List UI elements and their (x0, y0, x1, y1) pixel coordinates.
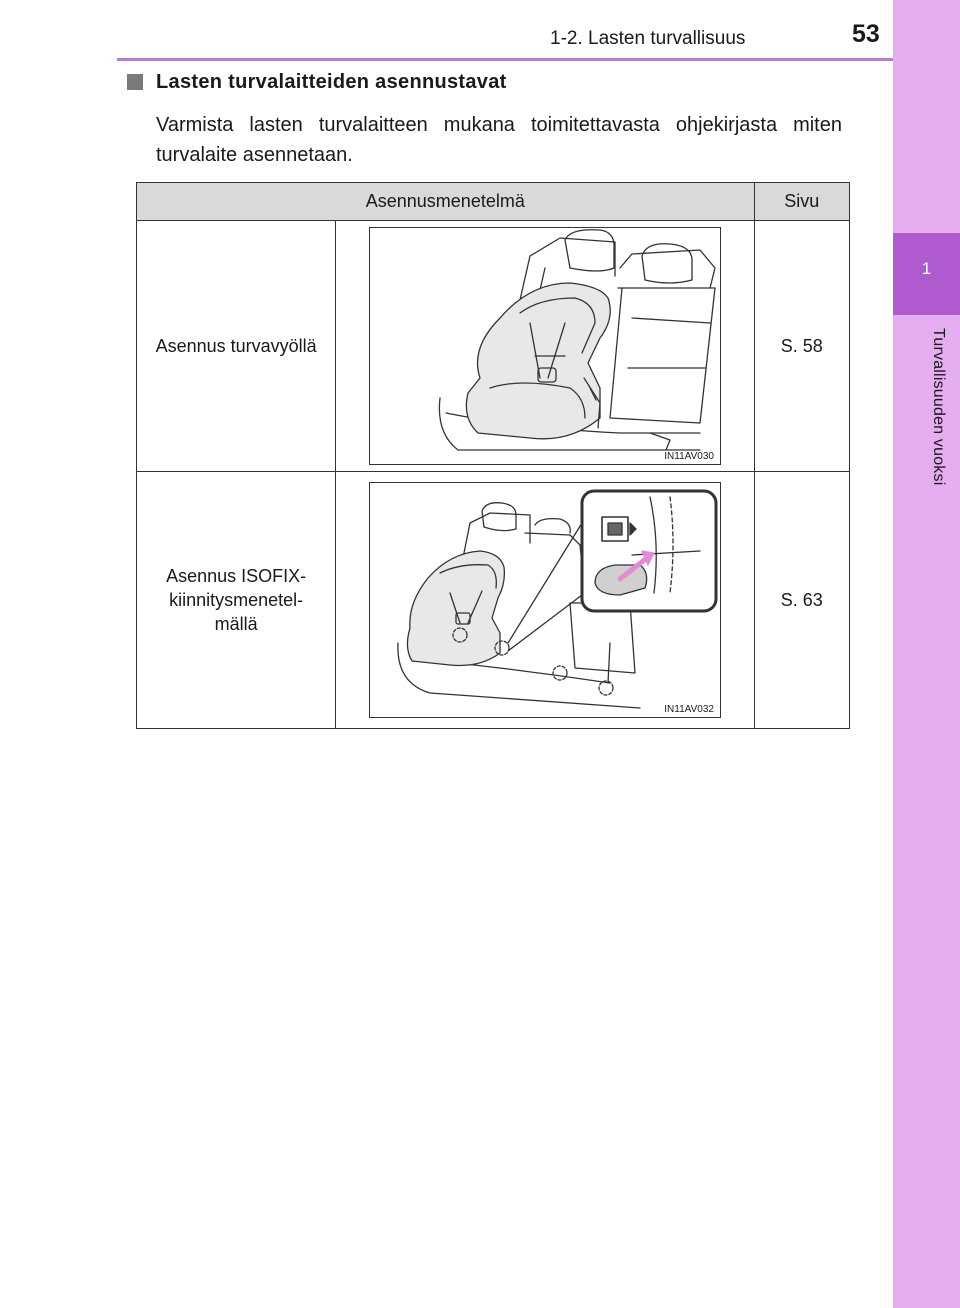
chapter-number: 1 (921, 259, 932, 278)
chapter-tab[interactable]: 1 (893, 233, 960, 315)
section-title: 1-2. Lasten turvallisuus (550, 28, 746, 49)
illustration-cell: IN11AV032 (335, 471, 755, 729)
table-row: Asennus turvavyöllä (135, 220, 851, 472)
method-cell: Asennus turvavyöllä (135, 220, 337, 472)
header-rule (117, 58, 893, 61)
page-reference: S. 63 (780, 589, 823, 610)
side-tab: 1 Turvallisuuden vuoksi (893, 0, 960, 1308)
installation-table: Asennusmenetelmä Sivu Asennus turvavyöll… (135, 182, 851, 729)
page-cell: S. 63 (753, 471, 851, 729)
page-cell: S. 58 (753, 220, 851, 472)
intro-paragraph: Varmista lasten turvalaitteen mukana toi… (156, 114, 842, 166)
isofix-installation-illustration: IN11AV032 (368, 482, 721, 718)
method-label: Asennus ISOFIX- kiinnitysmenetel- mällä (166, 566, 307, 634)
method-cell: Asennus ISOFIX- kiinnitysmenetel- mällä (135, 471, 337, 729)
illustration-cell: IN11AV030 (335, 220, 755, 472)
table-row: Asennus ISOFIX- kiinnitysmenetel- mällä (135, 471, 851, 729)
section-heading: Lasten turvalaitteiden asennustavat (156, 71, 507, 93)
method-label: Asennus turvavyöllä (155, 335, 317, 356)
table-header-row: Asennusmenetelmä Sivu (136, 182, 851, 221)
image-code: IN11AV032 (664, 704, 714, 715)
bullet-square-icon (127, 74, 143, 90)
page-reference: S. 58 (780, 335, 823, 356)
page-number: 53 (852, 20, 880, 48)
table-header-page: Sivu (753, 182, 851, 221)
seatbelt-installation-illustration: IN11AV030 (368, 227, 721, 465)
image-code: IN11AV030 (664, 451, 714, 462)
chapter-title: Turvallisuuden vuoksi (930, 328, 947, 486)
table-header-method: Asennusmenetelmä (136, 182, 755, 221)
